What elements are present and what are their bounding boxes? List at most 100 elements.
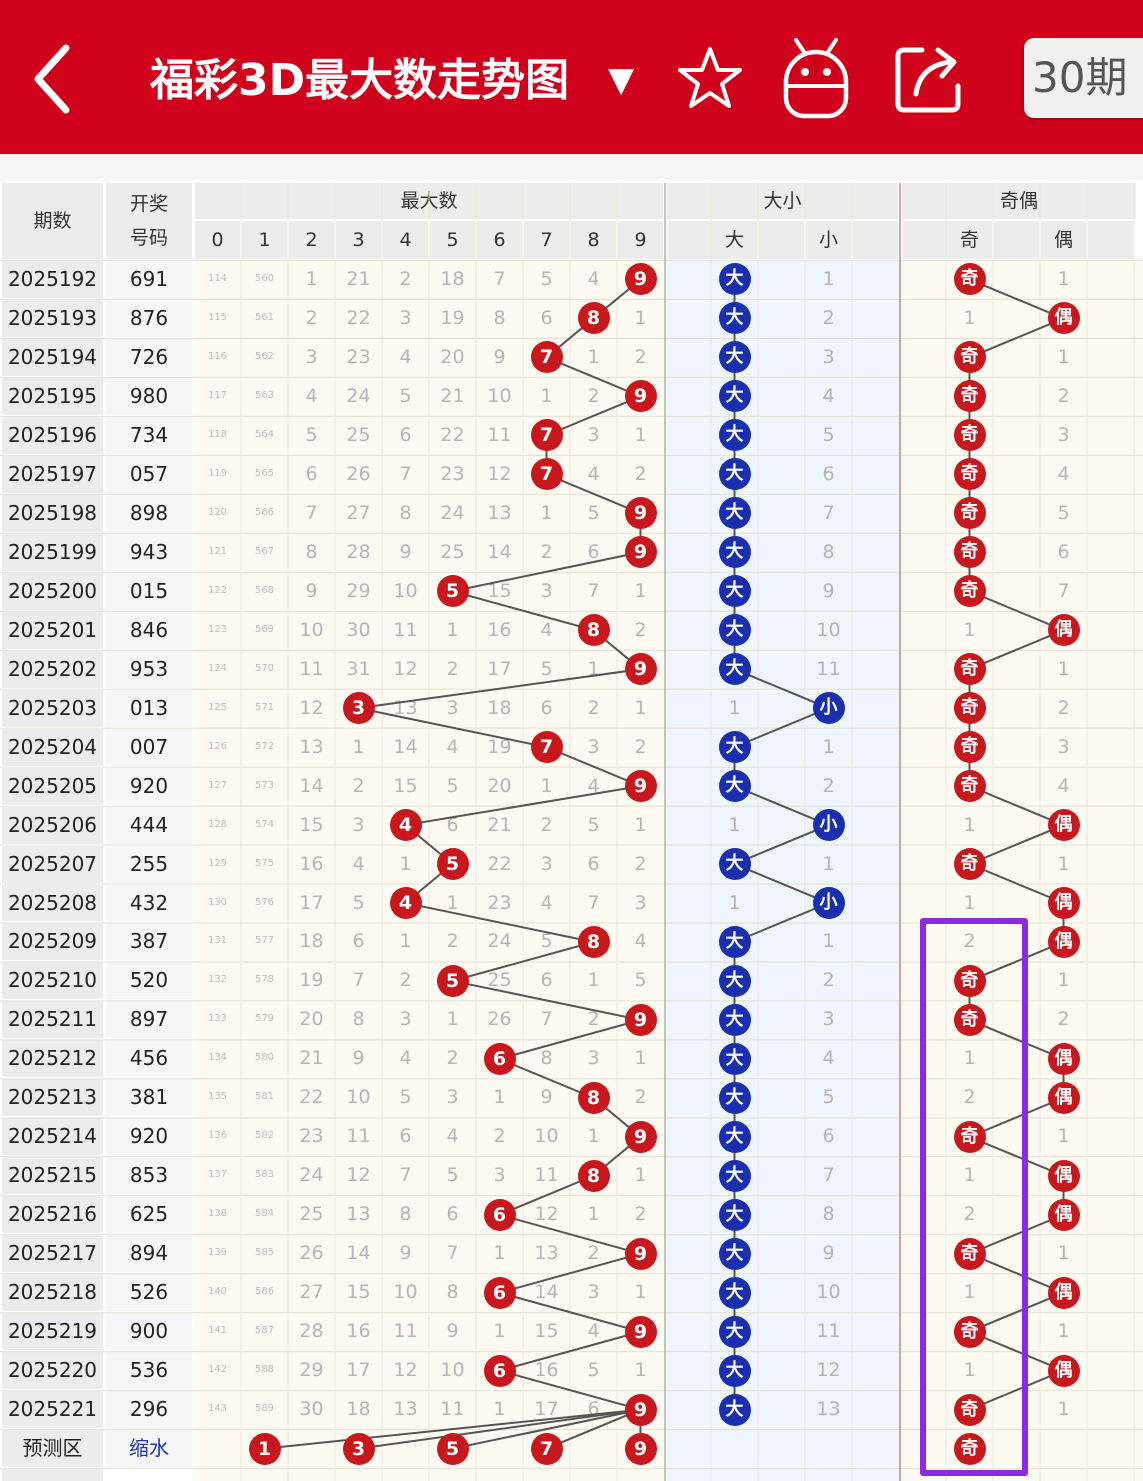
missing-count: 5 bbox=[634, 969, 647, 992]
missing-count: 24 bbox=[440, 501, 465, 524]
missing-count: 122 bbox=[207, 584, 228, 596]
android-robot-icon[interactable] bbox=[778, 36, 854, 120]
missing-count: 114 bbox=[207, 273, 228, 284]
missing-count: 24 bbox=[299, 1164, 324, 1187]
missing-count: 2 bbox=[446, 657, 459, 680]
missing-count: 2 bbox=[634, 618, 647, 641]
missing-count: 5 bbox=[540, 268, 553, 290]
top-divider-band bbox=[0, 154, 1143, 180]
dropdown-caret-icon[interactable]: ▼ bbox=[608, 60, 635, 100]
missing-count: 576 bbox=[254, 896, 275, 908]
missing-count: 129 bbox=[207, 857, 228, 869]
missing-count: 3 bbox=[587, 735, 600, 758]
table-row-draw: 526 bbox=[106, 1274, 192, 1312]
max-digit-ball: 6 bbox=[483, 1042, 516, 1075]
missing-count: 8 bbox=[399, 1203, 412, 1226]
size-missing-count: 10 bbox=[816, 618, 841, 641]
missing-count: 10 bbox=[487, 384, 512, 407]
missing-count: 1 bbox=[587, 969, 600, 992]
header-draw-line1: 开奖 bbox=[129, 193, 168, 215]
missing-count: 9 bbox=[305, 579, 318, 602]
size-missing-count: 7 bbox=[822, 1164, 835, 1187]
table-row-issue: 2025204 bbox=[2, 728, 103, 766]
missing-count: 115 bbox=[207, 311, 228, 323]
missing-count: 1 bbox=[587, 345, 600, 368]
missing-count: 3 bbox=[399, 306, 412, 329]
predict-ball: 5 bbox=[436, 1432, 469, 1465]
max-digit-ball: 9 bbox=[624, 1120, 657, 1153]
missing-count: 1 bbox=[540, 384, 553, 407]
missing-count: 16 bbox=[534, 1359, 559, 1382]
table-row-draw: 013 bbox=[106, 689, 192, 727]
missing-count: 1 bbox=[634, 1281, 647, 1304]
missing-count: 7 bbox=[587, 891, 600, 914]
max-digit-ball: 8 bbox=[577, 1081, 610, 1114]
missing-count: 125 bbox=[207, 701, 228, 713]
header-digit-7: 7 bbox=[524, 221, 569, 259]
table-row-issue: 2025212 bbox=[2, 1040, 103, 1078]
missing-count: 12 bbox=[534, 1203, 559, 1226]
missing-count: 5 bbox=[540, 930, 553, 953]
missing-count: 8 bbox=[446, 1281, 459, 1304]
parity-missing-count: 1 bbox=[1057, 657, 1070, 680]
header-size-blank-2 bbox=[759, 221, 804, 259]
parity-missing-count: 3 bbox=[1057, 735, 1070, 758]
missing-count: 1 bbox=[493, 1242, 506, 1265]
missing-count: 10 bbox=[440, 1359, 465, 1382]
missing-count: 136 bbox=[207, 1130, 228, 1142]
missing-count: 1 bbox=[587, 1125, 600, 1148]
parity-missing-count: 5 bbox=[1057, 501, 1070, 524]
parity-missing-count: 4 bbox=[1057, 774, 1070, 797]
header-parity-odd: 奇 bbox=[947, 221, 992, 259]
table-row-issue: 2025215 bbox=[2, 1157, 103, 1195]
table-row-issue: 2025201 bbox=[2, 611, 103, 649]
missing-count: 31 bbox=[346, 657, 371, 680]
missing-count: 14 bbox=[299, 774, 324, 797]
missing-count: 4 bbox=[305, 384, 318, 407]
missing-count: 571 bbox=[254, 701, 275, 713]
missing-count: 4 bbox=[399, 345, 412, 368]
missing-count: 10 bbox=[393, 1281, 418, 1304]
table-row-draw: 381 bbox=[106, 1079, 192, 1117]
missing-count: 561 bbox=[254, 311, 275, 323]
missing-count: 7 bbox=[446, 1242, 459, 1265]
table-row-issue: 2025213 bbox=[2, 1079, 103, 1117]
period-selector-button[interactable]: 30期 bbox=[1024, 38, 1143, 118]
size-missing-count: 6 bbox=[822, 462, 835, 485]
missing-count: 8 bbox=[305, 540, 318, 563]
missing-count: 2 bbox=[634, 735, 647, 758]
missing-count: 25 bbox=[346, 423, 371, 446]
page-title[interactable]: 福彩3D最大数走势图 bbox=[150, 55, 570, 106]
missing-count: 12 bbox=[346, 1164, 371, 1187]
missing-count: 15 bbox=[487, 579, 512, 602]
share-icon[interactable] bbox=[892, 40, 968, 116]
table-row-draw: 015 bbox=[106, 572, 192, 610]
missing-count: 138 bbox=[207, 1208, 228, 1220]
missing-count: 1 bbox=[540, 774, 553, 797]
size-missing-count: 2 bbox=[822, 969, 835, 992]
missing-count: 4 bbox=[446, 735, 459, 758]
missing-count: 584 bbox=[254, 1208, 275, 1220]
size-ball: 大 bbox=[718, 497, 751, 530]
missing-count: 562 bbox=[254, 350, 275, 362]
size-missing-count: 8 bbox=[822, 1203, 835, 1226]
back-chevron-icon[interactable] bbox=[28, 42, 76, 116]
missing-count: 2 bbox=[399, 969, 412, 992]
missing-count: 3 bbox=[587, 1047, 600, 1070]
missing-count: 28 bbox=[346, 540, 371, 563]
missing-count: 10 bbox=[299, 618, 324, 641]
missing-count: 13 bbox=[393, 1398, 418, 1421]
parity-missing-count: 2 bbox=[1057, 1008, 1070, 1031]
missing-count: 27 bbox=[299, 1281, 324, 1304]
missing-count: 7 bbox=[587, 579, 600, 602]
shrink-link[interactable]: 缩水 bbox=[106, 1430, 192, 1468]
missing-count: 583 bbox=[254, 1169, 275, 1181]
header-group-parity: 奇偶 bbox=[902, 183, 1136, 219]
top-app-bar: 福彩3D最大数走势图 ▼ 30期 bbox=[0, 0, 1143, 154]
header-size-small: 小 bbox=[806, 221, 851, 259]
missing-count: 28 bbox=[299, 1320, 324, 1343]
missing-count: 9 bbox=[399, 1242, 412, 1265]
star-icon[interactable] bbox=[676, 44, 744, 112]
table-row-draw: 920 bbox=[106, 767, 192, 805]
missing-count: 19 bbox=[440, 306, 465, 329]
